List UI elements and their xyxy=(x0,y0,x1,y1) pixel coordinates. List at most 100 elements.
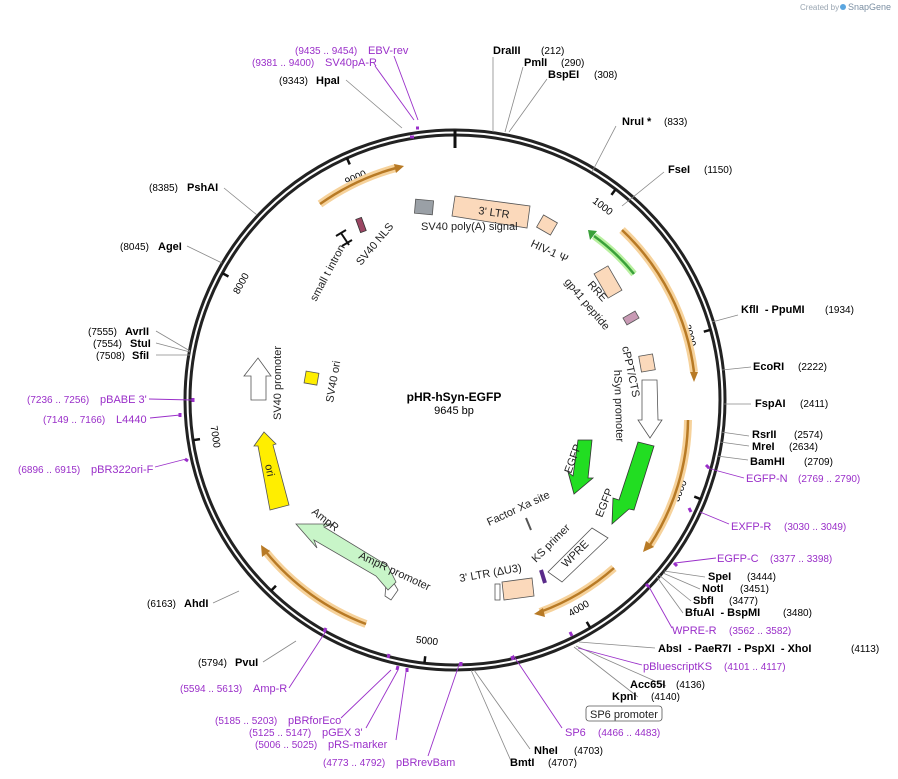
enzyme-bamhi-pos: (2709) xyxy=(804,457,833,468)
primer-pbluescriptks[interactable]: pBluescriptKS xyxy=(643,661,712,673)
leader-mrei xyxy=(719,441,750,447)
enzyme-agei-pos: (8045) xyxy=(120,242,149,253)
primer-prs-marker[interactable]: pRS-marker xyxy=(328,739,388,751)
orf-arc-5[interactable] xyxy=(319,166,397,206)
feature-ks-primer-mark[interactable] xyxy=(539,569,547,584)
feature-ori-arrow[interactable] xyxy=(253,431,290,511)
credit-brand[interactable]: SnapGene xyxy=(848,2,891,12)
enzyme-spei[interactable]: SpeI xyxy=(708,571,731,583)
enzyme-sfii[interactable]: SfiI xyxy=(132,350,149,362)
feature-sv40-ori-box[interactable] xyxy=(303,370,320,386)
primer-egfp-c[interactable]: EGFP-C xyxy=(717,553,759,565)
enzyme-nhei[interactable]: NheI xyxy=(534,745,558,757)
enzyme-mrei[interactable]: MreI xyxy=(752,441,775,453)
feature-hsyn-promoter-arrow[interactable] xyxy=(637,379,663,439)
primer-pbabe3-range: (7236 .. 7256) xyxy=(27,395,89,406)
orf-arc-3[interactable] xyxy=(539,567,615,614)
feature-3-ltr-shape[interactable] xyxy=(451,195,531,229)
enzyme-nrui[interactable]: NruI * xyxy=(622,116,652,128)
sp6-promoter-box[interactable] xyxy=(585,705,663,722)
primer-pbabe3[interactable]: pBABE 3' xyxy=(100,394,147,406)
enzyme-ahdi[interactable]: AhdI xyxy=(184,598,208,610)
primer-labels: EBV-rev (9435 .. 9454) SV40pA-R (9381 ..… xyxy=(18,45,860,769)
orf-arc-2[interactable] xyxy=(648,419,690,546)
primer-sp6[interactable]: SP6 xyxy=(565,727,586,739)
feature-egfp-arrow-2[interactable] xyxy=(567,439,595,495)
enzyme-fspai-pos: (2411) xyxy=(800,399,828,410)
enzyme-ecori[interactable]: EcoRI xyxy=(753,361,784,373)
feature-cppt-shape[interactable] xyxy=(638,353,656,373)
tick-7000: 7000 xyxy=(192,425,222,449)
leader-pvui xyxy=(262,640,297,663)
enzyme-fsei-pos: (1150) xyxy=(704,165,732,176)
enzyme-pmli[interactable]: PmlI xyxy=(524,57,547,69)
primer-wpre-r[interactable]: WPRE-R xyxy=(672,625,717,637)
feature-sv40-promoter-arrow[interactable] xyxy=(243,357,272,401)
feature-wpre-shape[interactable] xyxy=(547,527,609,583)
tick-mark xyxy=(585,621,592,629)
enzyme-rsrii[interactable]: RsrII xyxy=(752,429,776,441)
enzyme-acc65i[interactable]: Acc65I xyxy=(630,679,665,691)
feature-gp41-shape[interactable] xyxy=(622,310,640,326)
enzyme-fspai[interactable]: FspAI xyxy=(755,398,786,410)
enzyme-draiii[interactable]: DraIII xyxy=(493,45,521,57)
enzyme-kfli-ppumi[interactable]: KflI - PpuMI xyxy=(741,304,805,316)
enzyme-noti[interactable]: NotI xyxy=(702,583,723,595)
primer-exfp-r[interactable]: EXFP-R xyxy=(731,521,771,533)
leader-egfp-n xyxy=(706,467,745,479)
orf-arcs xyxy=(261,164,698,628)
leader-pbluescriptks xyxy=(577,647,643,666)
enzyme-sbfi[interactable]: SbfI xyxy=(693,595,714,607)
feature-sv40-nls-box[interactable] xyxy=(355,216,367,234)
leader-fsei xyxy=(621,171,665,207)
primer-egfp-n[interactable]: EGFP-N xyxy=(746,473,788,485)
leader-egfp-c xyxy=(674,557,717,564)
enzyme-pshai[interactable]: PshAI xyxy=(187,182,218,194)
feature-hiv1-psi-shape[interactable] xyxy=(536,214,558,236)
primer-pbrforeco[interactable]: pBRforEco xyxy=(288,715,341,727)
primer-pbr322ori-f-range: (6896 .. 6915) xyxy=(18,465,80,476)
primer-amp-r[interactable]: Amp-R xyxy=(253,683,287,695)
orf-arc-4[interactable] xyxy=(265,551,367,626)
feature-rre-shape[interactable] xyxy=(593,265,623,299)
enzyme-bamhi[interactable]: BamHI xyxy=(750,456,785,468)
feature-factor-xa-mark[interactable] xyxy=(525,517,532,531)
feature-small-box[interactable] xyxy=(494,583,501,601)
orf-arc-5-arrowhead xyxy=(394,164,404,173)
enzyme-hpai[interactable]: HpaI xyxy=(316,75,340,87)
orf-arc-1[interactable] xyxy=(621,229,696,373)
enzyme-kpni-pos: (4140) xyxy=(651,692,680,703)
feature-small-t-intron-mark[interactable] xyxy=(335,229,353,247)
leader-avrii xyxy=(155,330,191,352)
enzyme-kpni[interactable]: KpnI xyxy=(612,691,636,703)
primer-pbr322ori-f[interactable]: pBR322ori-F xyxy=(91,464,154,476)
feature-3-ltr-du3-shape[interactable] xyxy=(501,577,535,601)
enzyme-fsei[interactable]: FseI xyxy=(668,164,690,176)
orf-arc-green[interactable] xyxy=(593,234,635,275)
enzyme-pvui[interactable]: PvuI xyxy=(235,657,258,669)
label-factor-xa: Factor Xa site xyxy=(485,489,552,529)
tick-mark xyxy=(221,272,230,278)
primer-sv40pa-r[interactable]: SV40pA-R xyxy=(325,57,377,69)
enzyme-absi-xhoi[interactable]: AbsI - PaeR7I - PspXI - XhoI xyxy=(658,643,811,655)
gray-feature-box[interactable] xyxy=(413,198,435,216)
enzyme-bfuai-bspmi[interactable]: BfuAI - BspMI xyxy=(685,607,760,619)
enzyme-bspei-pos: (308) xyxy=(594,70,617,81)
enzyme-absi-pos: (4113) xyxy=(851,644,879,655)
enzyme-avrii[interactable]: AvrII xyxy=(125,326,149,338)
primer-pgex3[interactable]: pGEX 3' xyxy=(322,727,363,739)
primer-l4440[interactable]: L4440 xyxy=(116,414,147,426)
enzyme-stui[interactable]: StuI xyxy=(130,338,151,350)
enzyme-bmti[interactable]: BmtI xyxy=(510,757,534,769)
feature-ampr-arrow[interactable] xyxy=(295,523,397,591)
leader-hpai xyxy=(345,79,403,129)
tick-mark xyxy=(703,328,711,333)
enzyme-bspei[interactable]: BspEI xyxy=(548,69,579,81)
feature-egfp-arrow-1[interactable] xyxy=(611,441,655,525)
leader-bmti xyxy=(470,669,512,762)
enzyme-agei[interactable]: AgeI xyxy=(158,241,182,253)
enzyme-pmli-pos: (290) xyxy=(561,58,584,69)
plasmid-size: 9645 bp xyxy=(434,405,474,417)
primer-ebv-rev[interactable]: EBV-rev xyxy=(368,45,409,57)
primer-pbrrevbam[interactable]: pBRrevBam xyxy=(396,757,455,769)
